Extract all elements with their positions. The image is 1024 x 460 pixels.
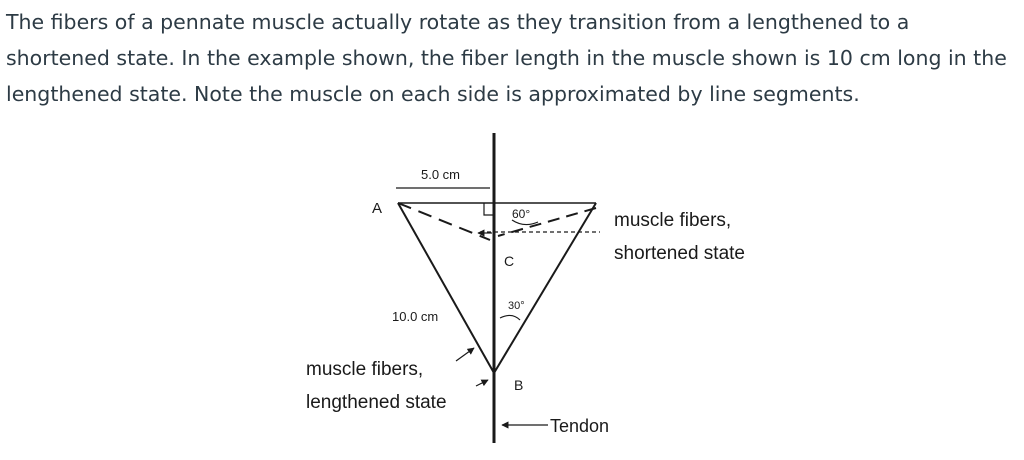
label-lengthened-line1: muscle fibers, [306,359,423,380]
lengthened-fiber-left [397,202,495,374]
label-shortened-line1: muscle fibers, [614,210,731,231]
label-angle-60: 60° [512,207,530,221]
question-text: The fibers of a pennate muscle actually … [6,10,1007,106]
label-10cm: 10.0 cm [392,309,438,324]
label-point-a: A [372,200,382,217]
angle-arc-30 [499,314,521,321]
label-point-b: B [514,377,523,393]
label-lengthened-line2: lengthened state [306,392,447,413]
label-5cm: 5.0 cm [421,167,460,182]
label-angle-30: 30° [508,300,525,312]
lengthened-fiber-right [493,202,597,374]
shortened-fiber-left [397,202,491,241]
shortened-fiber-right [497,207,597,237]
label-point-c: C [504,253,514,269]
pointer-arrow-lengthened [455,347,475,362]
right-angle-marker [483,203,494,216]
label-tendon: Tendon [550,416,609,436]
pointer-arrow-lower [475,379,489,387]
label-shortened-line2: shortened state [614,243,745,264]
angle-arc-60 [511,219,539,226]
